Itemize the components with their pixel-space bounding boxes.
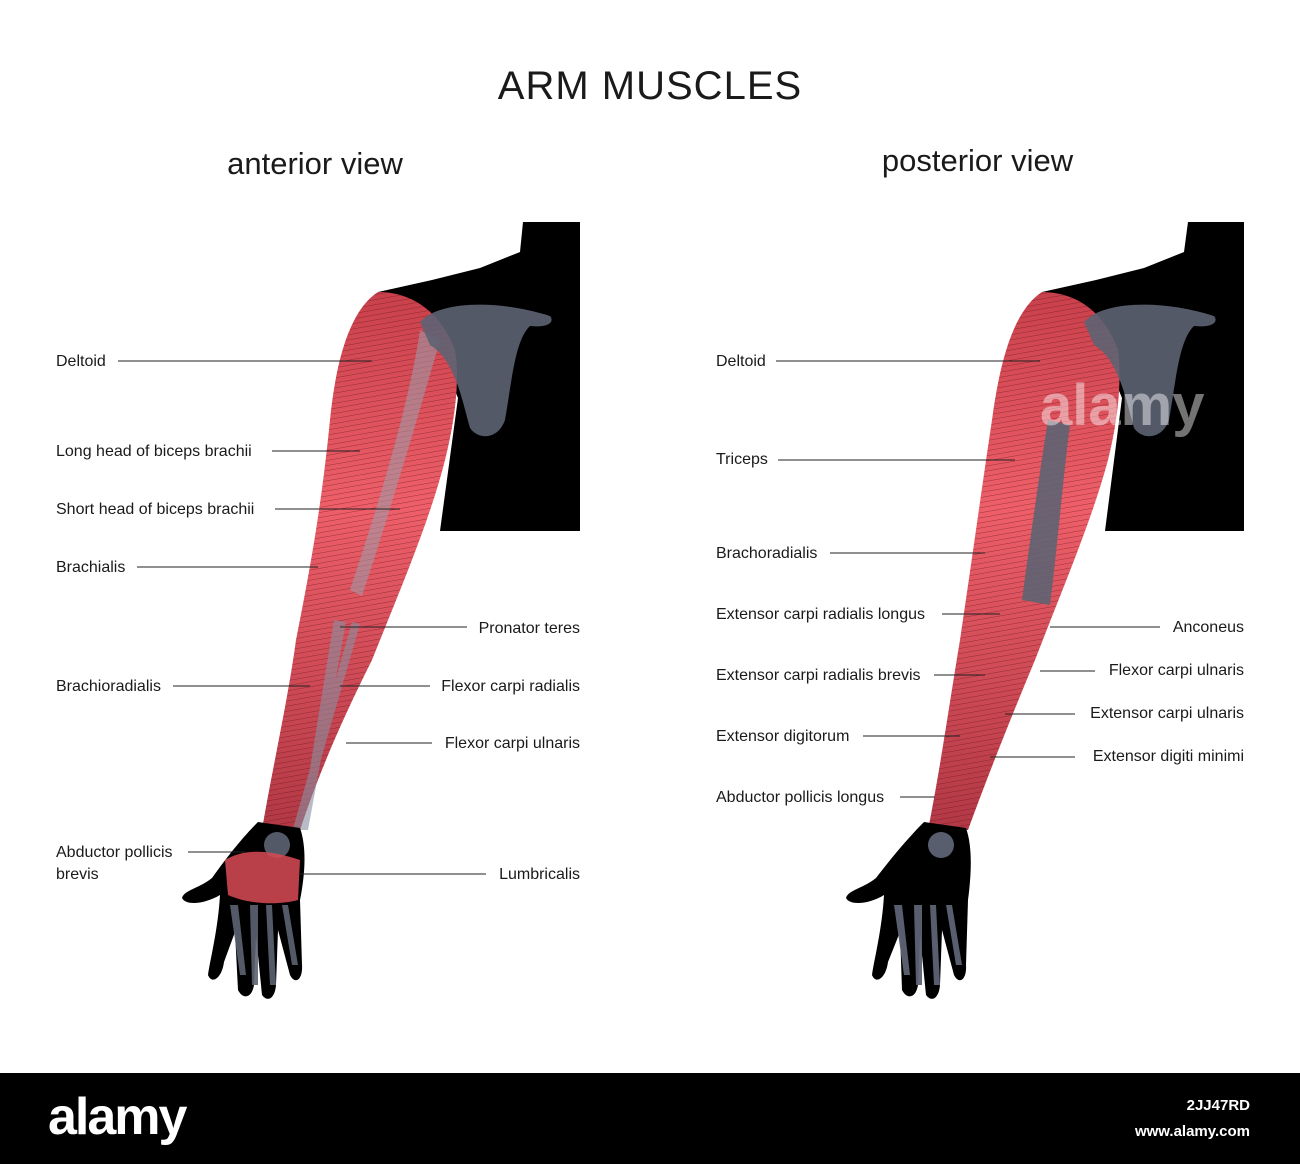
site-url: www.alamy.com bbox=[1134, 1123, 1250, 1140]
watermark-text: alamy bbox=[1040, 373, 1204, 438]
anterior-label-brachialis: Brachialis bbox=[56, 559, 126, 576]
alamy-logo: alamy bbox=[48, 1088, 187, 1146]
anterior-scapula bbox=[420, 304, 552, 437]
posterior-label-flexor-carpi-ulnaris: Flexor carpi ulnaris bbox=[1108, 662, 1244, 679]
posterior-label-ecr-longus: Extensor carpi radialis longus bbox=[716, 606, 925, 623]
posterior-label-extensor-digiti-minimi: Extensor digiti minimi bbox=[1092, 748, 1244, 765]
anterior-label-abductor-pollicis: Abductor pollicis bbox=[56, 844, 173, 861]
posterior-view-heading: posterior view bbox=[881, 143, 1074, 178]
anterior-hand-muscles bbox=[225, 851, 300, 904]
anterior-humerus bbox=[350, 330, 440, 596]
anterior-label-flexor-carpi-radialis: Flexor carpi radialis bbox=[441, 678, 580, 695]
posterior-label-ecr-brevis: Extensor carpi radialis brevis bbox=[716, 667, 921, 684]
anterior-hand-bones bbox=[230, 832, 298, 985]
posterior-label-brachoradialis: Brachoradialis bbox=[716, 545, 818, 562]
image-id: 2JJ47RD bbox=[1186, 1097, 1250, 1114]
posterior-arm bbox=[846, 222, 1244, 999]
anterior-arm bbox=[182, 222, 580, 999]
posterior-label-extensor-digitorum: Extensor digitorum bbox=[716, 728, 850, 745]
posterior-label-abductor-pollicis-longus: Abductor pollicis longus bbox=[716, 789, 885, 806]
posterior-humerus bbox=[1022, 420, 1070, 605]
posterior-hand-bones bbox=[894, 832, 962, 985]
posterior-hand bbox=[846, 822, 971, 999]
anterior-label-pronator-teres: Pronator teres bbox=[478, 620, 580, 637]
anterior-label-short-head-biceps: Short head of biceps brachii bbox=[56, 501, 255, 518]
illustration: alamy bbox=[118, 222, 1244, 999]
posterior-label-anconeus: Anconeus bbox=[1172, 619, 1244, 636]
anterior-label-brachioradialis: Brachioradialis bbox=[56, 678, 161, 695]
page-title: ARM MUSCLES bbox=[497, 64, 803, 108]
anterior-leader-lines bbox=[118, 360, 486, 875]
anterior-forearm-bones bbox=[292, 620, 360, 832]
posterior-label-extensor-carpi-ulnaris: Extensor carpi ulnaris bbox=[1090, 705, 1244, 722]
anterior-label-long-head-biceps: Long head of biceps brachii bbox=[56, 443, 252, 460]
posterior-label-triceps: Triceps bbox=[716, 451, 768, 468]
footer-bar: alamy 2JJ47RD www.alamy.com bbox=[0, 1073, 1300, 1164]
anterior-label-brevis: brevis bbox=[56, 866, 99, 883]
posterior-scapula bbox=[1084, 304, 1216, 437]
anterior-label-deltoid: Deltoid bbox=[56, 353, 106, 370]
anterior-view-heading: anterior view bbox=[227, 146, 403, 181]
anterior-label-lumbricalis: Lumbricalis bbox=[499, 866, 580, 883]
anterior-label-flexor-carpi-ulnaris: Flexor carpi ulnaris bbox=[444, 735, 580, 752]
posterior-label-deltoid: Deltoid bbox=[716, 353, 766, 370]
posterior-leader-lines bbox=[776, 360, 1160, 798]
